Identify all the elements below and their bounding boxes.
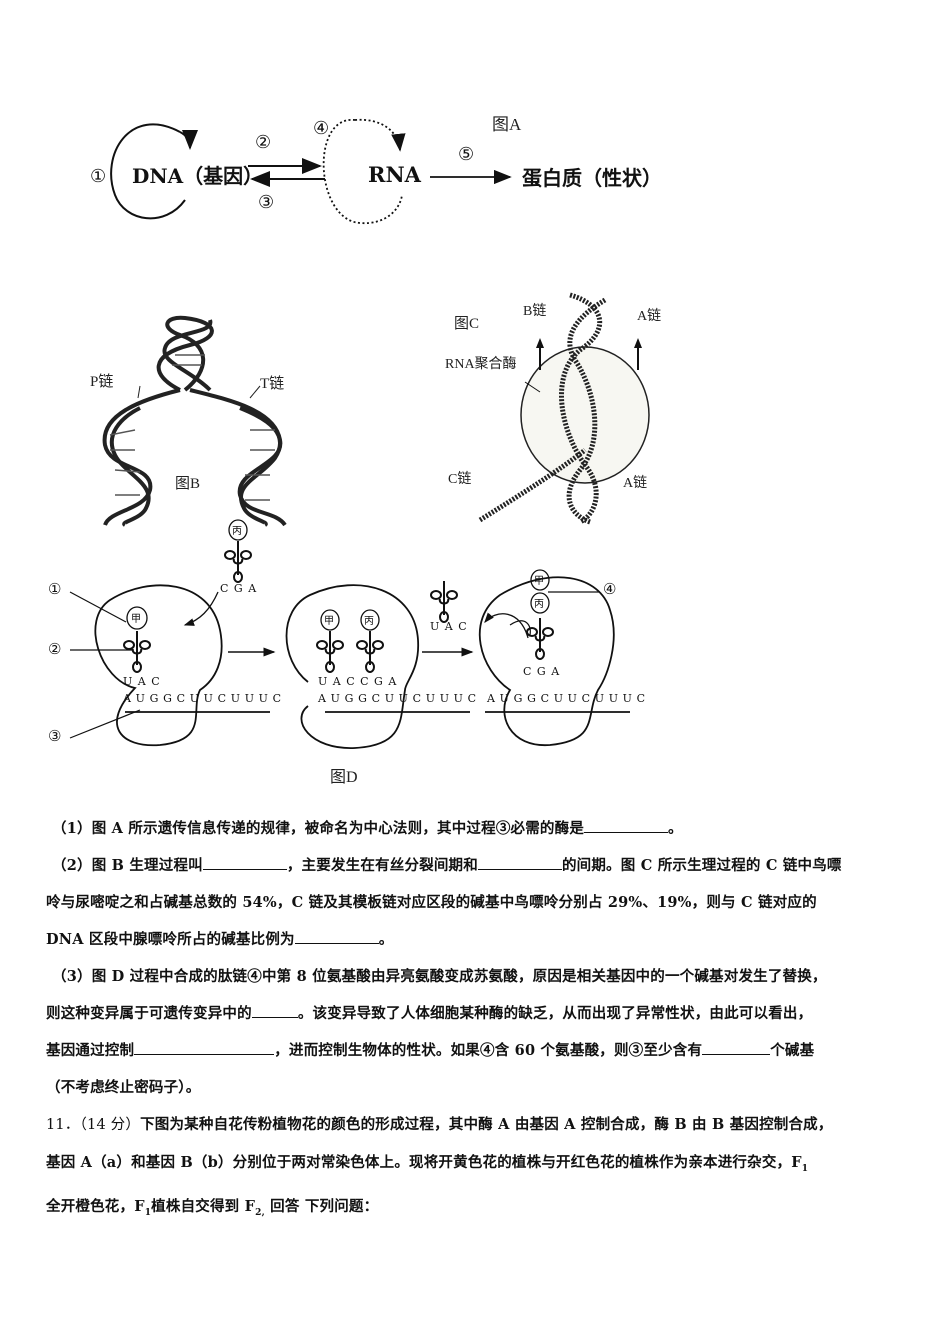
mrna-p3: A U G G C U U C U U U C [487,692,646,705]
free-anticodon-p1: C G A [220,582,258,595]
amino-acid-jia-p3: 甲 [534,576,544,587]
mrna-p2: A U G G C U U C U U U C [318,692,477,705]
q3-text-a: 则这种变异属于可遗传变异中的 [46,1005,252,1022]
q3-answer-blank-1[interactable] [251,1003,298,1018]
amino-acid-jia-p1: 甲 [131,614,141,625]
amino-acid-bing-free-p1: 丙 [232,526,242,537]
q3-text-c: 基因通过控制 [46,1042,135,1059]
q3-text-b: 。该变异导致了人体细胞某种酶的缺乏，从而出现了异常性状，由此可以看出， [297,1005,813,1022]
q2-text-b: ，主要发生在有丝分裂间期和 [286,857,478,874]
question-2-line-2: 呤与尿嘧啶之和占碱基总数的 54%，C 链及其模板链对应区段的碱基中鸟嘌呤分别占… [46,894,817,911]
figure-b: P链 T链 图B [80,300,310,530]
question-11-line-1: 11．（14 分）下图为某种自花传粉植物花的颜色的形成过程，其中酶 A 由基因 … [46,1106,916,1144]
rna-polymerase-label: RNA聚合酶 [445,357,517,372]
question-11-line-2: 基因 A（a）和基因 B（b）分别位于两对常染色体上。现将开黄色花的植株与开红色… [46,1144,916,1188]
q11-sub-2: 1 [144,1207,152,1218]
q2-text-c: 的间期。图 C 所示生理过程的 C 链中鸟嘌 [561,857,842,874]
p-strand-label: P链 [90,374,114,390]
q2-answer-blank-1[interactable] [202,855,287,870]
q2-answer-blank-3[interactable] [294,929,379,944]
process-1-label: ① [90,166,107,187]
figure-c-title: 图C [454,316,480,332]
mrna-p1: A U G G C U U C U U U C [123,692,282,705]
q3-text-e: 个碱基 [770,1042,815,1059]
question-2-line-3: DNA 区段中腺嘌呤所占的碱基比例为 。 [46,921,916,958]
q1-text: （1）图 A 所示遗传信息传递的规律，被命名为中心法则，其中过程③必需的酶是 [52,820,585,837]
question-block: （1）图 A 所示遗传信息传递的规律，被命名为中心法则，其中过程③必需的酶是。 … [46,810,916,1232]
dna-replication-diagram [102,315,287,527]
figure-d-title: 图D [330,769,358,786]
a-strand-bottom-label: A链 [623,476,648,491]
translation-diagram [69,519,630,749]
q11-number: 11． [46,1117,80,1133]
figure-b-title: 图B [175,476,201,492]
process-4-label: ④ [313,118,330,139]
a-strand-top-label: A链 [637,309,662,324]
q3-answer-blank-2[interactable] [134,1040,275,1055]
marker-1: ① [48,580,62,598]
q11-text-3a: 全开橙色花，F [46,1197,145,1215]
q11-score: （14 分） [79,1117,141,1133]
question-2-line-1: （2）图 B 生理过程叫 ，主要发生在有丝分裂间期和 的间期。图 C 所示生理过程的… [46,847,916,884]
q2-text-d: DNA 区段中腺嘌呤所占的碱基比例为 [46,931,295,948]
dna-node: DNA（基因） [132,164,264,188]
figure-a: ① DNA（基因） ② ③ ④ RNA ⑤ 蛋白质（性状） 图A [80,100,680,240]
q3-text-d: ，进而控制生物体的性状。如果④含 60 个氨基酸，则③至少含有 [274,1042,703,1059]
transcription-diagram [478,292,650,525]
q2-text-e: 。 [378,931,394,948]
question-3-line-1: （3）图 D 过程中合成的肽链④中第 8 位氨基酸由异亮氨酸变成苏氨酸，原因是相… [52,968,827,985]
q11-text-1: 下图为某种自花传粉植物花的颜色的形成过程，其中酶 A 由基因 A 控制合成，酶 … [140,1116,833,1133]
figure-c: 图C B链 A链 RNA聚合酶 C链 A链 [430,290,670,530]
question-3-line-4: （不考虑终止密码子）。 [46,1079,201,1096]
question-3-line-3: 基因通过控制 ，进而控制生物体的性状。如果④含 60 个氨基酸，则③至少含有 个碱基 [46,1032,916,1069]
process-2-label: ② [255,132,272,153]
q1-suffix: 。 [668,820,683,837]
q2-answer-blank-2[interactable] [477,855,562,870]
bound-anticodon-p1: U A C [123,675,161,688]
figure-a-title: 图A [492,115,522,134]
protein-node: 蛋白质（性状） [522,166,662,190]
question-1: （1）图 A 所示遗传信息传递的规律，被命名为中心法则，其中过程③必需的酶是 。 [46,810,916,847]
q11-text-3c: 回答 下列问题： [264,1197,379,1215]
amino-acid-bing-p2: 丙 [364,616,374,627]
question-3-line-2: 则这种变异属于可遗传变异中的 。该变异导致了人体细胞某种酶的缺乏，从而出现了异常性… [46,995,916,1032]
free-anticodon-p3: U A C [430,620,468,633]
figure-d: ① ② ③ ④ 甲 丙 甲 丙 甲 丙 C G A U A C A U G G … [40,510,660,790]
t-strand-label: T链 [260,376,285,392]
central-dogma-diagram [110,118,512,224]
q11-sub-1: 1 [801,1163,809,1174]
q1-answer-blank[interactable] [584,818,669,833]
marker-2: ② [48,640,62,658]
process-5-label: ⑤ [458,144,475,165]
bound-anticodon-p3: C G A [523,665,561,678]
q11-text-3b: 植株自交得到 F [151,1197,256,1215]
amino-acid-jia-p2: 甲 [324,616,334,627]
process-3-label: ③ [258,192,275,213]
question-11-line-3: 全开橙色花，F1植株自交得到 F2, 回答 下列问题： [46,1188,916,1232]
rna-node: RNA [368,162,421,187]
q11-sub-3: 2, [255,1207,265,1218]
q3-answer-blank-3[interactable] [702,1040,771,1055]
c-strand-label: C链 [448,472,472,487]
b-strand-label: B链 [523,304,547,319]
q2-text-a: （2）图 B 生理过程叫 [52,857,203,874]
bound-anticodons-p2: U A C C G A [318,675,398,688]
amino-acid-bing-p3: 丙 [534,599,544,610]
q11-text-2: 基因 A（a）和基因 B（b）分别位于两对常染色体上。现将开黄色花的植株与开红色… [46,1154,802,1171]
marker-4: ④ [603,580,617,598]
marker-3: ③ [48,727,62,745]
